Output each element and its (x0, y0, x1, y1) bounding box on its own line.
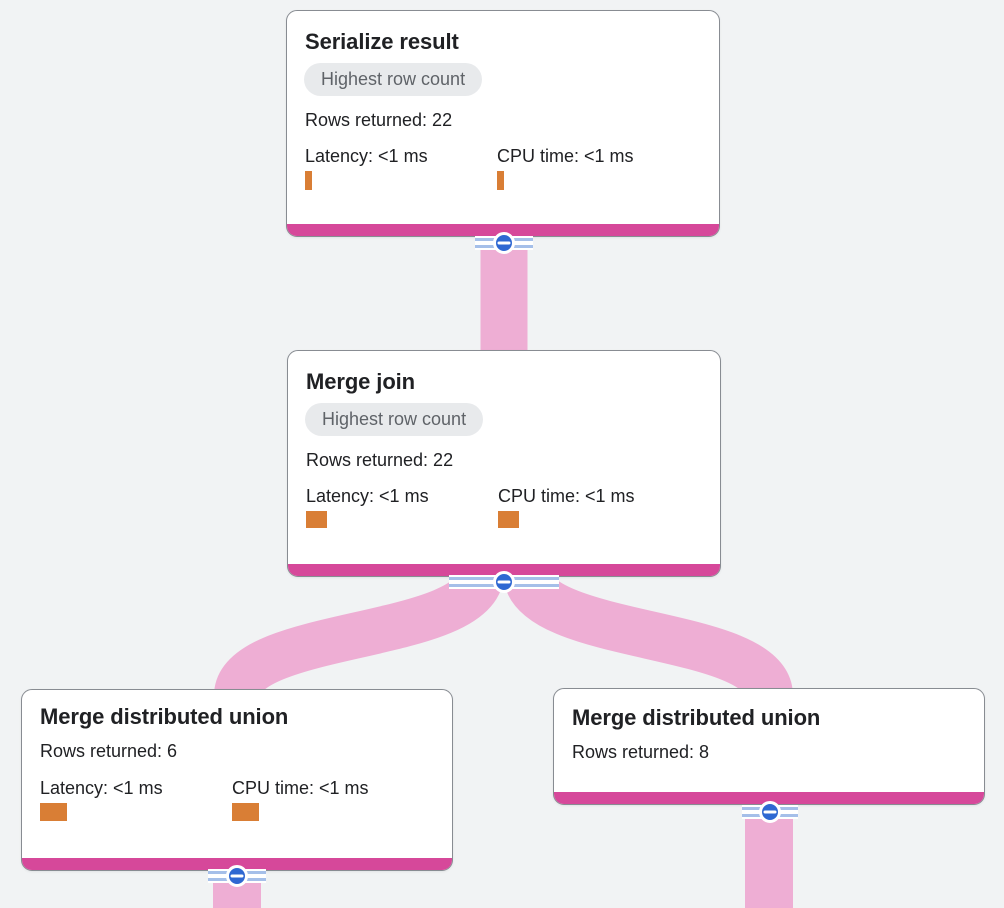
cpu-time-label: CPU time: <1 ms (497, 146, 634, 166)
cpu-time-label: CPU time: <1 ms (232, 778, 369, 798)
collapse-button[interactable] (226, 865, 248, 887)
node-title: Merge distributed union (40, 704, 289, 729)
collapse-button[interactable] (493, 571, 515, 593)
latency-bar (306, 511, 327, 528)
latency-metric: Latency: <1 ms (40, 778, 232, 821)
cpu-time-bar (498, 511, 519, 528)
collapse-button[interactable] (759, 801, 781, 823)
rows-returned-text: Rows returned: 6 (40, 741, 178, 761)
rows-returned-text: Rows returned: 22 (306, 450, 454, 470)
minus-icon (230, 874, 244, 878)
node-accent-bar (287, 224, 719, 236)
latency-label: Latency: <1 ms (305, 146, 428, 166)
cpu-metric: CPU time: <1 ms (498, 486, 690, 528)
plan-node-merge-join[interactable]: Merge join Highest row count Rows return… (287, 350, 721, 577)
connector-serialize-result (475, 232, 533, 254)
node-title: Merge join (306, 369, 416, 394)
link-right-union-to-mergejoin (503, 567, 793, 701)
link-left-union-to-mergejoin (214, 568, 504, 701)
rows-returned-text: Rows returned: 22 (305, 110, 453, 130)
node-title: Merge distributed union (572, 705, 821, 730)
minus-icon (497, 580, 511, 584)
link-mergejoin-to-serialize (480, 228, 528, 354)
latency-bar (40, 803, 67, 821)
metrics-row: Latency: <1 ms CPU time: <1 ms (305, 146, 709, 190)
minus-icon (763, 810, 777, 814)
plan-node-merge-distributed-union-right[interactable]: Merge distributed union Rows returned: 8 (553, 688, 985, 805)
cpu-time-label: CPU time: <1 ms (498, 486, 635, 506)
connector-merge-join (449, 571, 559, 593)
node-accent-bar (22, 858, 452, 870)
rows-returned-text: Rows returned: 8 (572, 742, 710, 762)
metrics-row: Latency: <1 ms CPU time: <1 ms (306, 486, 710, 528)
latency-metric: Latency: <1 ms (306, 486, 498, 528)
plan-node-serialize-result[interactable]: Serialize result Highest row count Rows … (286, 10, 720, 237)
connector-merge-distributed-union-left (208, 865, 266, 887)
minus-icon (497, 241, 511, 245)
metrics-row: Latency: <1 ms CPU time: <1 ms (40, 778, 442, 821)
cpu-time-bar (232, 803, 259, 821)
plan-node-merge-distributed-union-left[interactable]: Merge distributed union Rows returned: 6… (21, 689, 453, 871)
cpu-metric: CPU time: <1 ms (232, 778, 424, 821)
highest-row-count-badge: Highest row count (305, 403, 484, 436)
cpu-time-bar (497, 171, 504, 190)
link-below-right-union (745, 801, 793, 908)
cpu-metric: CPU time: <1 ms (497, 146, 689, 190)
connector-merge-distributed-union-right (742, 801, 798, 823)
node-title: Serialize result (305, 29, 459, 54)
latency-label: Latency: <1 ms (306, 486, 429, 506)
highest-row-count-badge: Highest row count (304, 63, 483, 96)
latency-bar (305, 171, 312, 190)
node-accent-bar (554, 792, 984, 804)
node-accent-bar (288, 564, 720, 576)
latency-label: Latency: <1 ms (40, 778, 163, 798)
latency-metric: Latency: <1 ms (305, 146, 497, 190)
collapse-button[interactable] (493, 232, 515, 254)
